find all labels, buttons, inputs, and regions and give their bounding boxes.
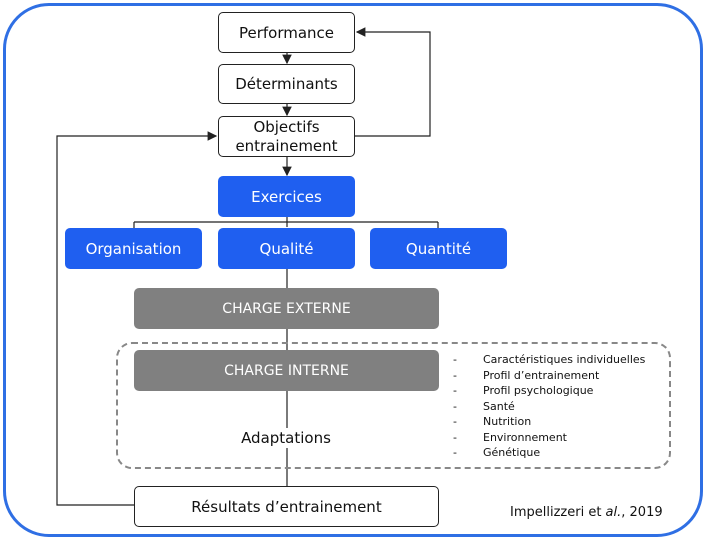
external-load-label: CHARGE EXTERNE xyxy=(222,300,351,317)
organisation-box: Organisation xyxy=(65,228,202,269)
factor-item: -Environnement xyxy=(453,430,567,444)
feedback-results-to-objectives xyxy=(56,131,218,506)
factor-label: Environnement xyxy=(483,430,567,444)
factor-label: Santé xyxy=(483,399,515,413)
objectives-box: Objectifs entrainement xyxy=(218,116,355,157)
citation: Impellizzeri et al., 2019 xyxy=(510,505,663,520)
organisation-label: Organisation xyxy=(85,239,182,258)
adaptations-label: Adaptations xyxy=(226,428,346,448)
individual-factors-dashed-group xyxy=(116,342,671,469)
quality-box: Qualité xyxy=(218,228,355,269)
factor-label: Nutrition xyxy=(483,415,532,428)
citation-authors: Impellizzeri et xyxy=(510,505,606,520)
internal-load-box: CHARGE INTERNE xyxy=(134,350,439,391)
factor-label: Profil d’entrainement xyxy=(483,368,600,382)
exercises-box: Exercices xyxy=(218,176,355,217)
factor-item: -Génétique xyxy=(453,446,541,459)
factor-label: Profil psychologique xyxy=(483,384,594,397)
results-label: Résultats d’entrainement xyxy=(191,497,382,516)
objectives-label-line1: Objectifs xyxy=(253,117,320,136)
individual-factors-list: -Caractéristiques individuelles -Profil … xyxy=(453,352,645,461)
performance-label: Performance xyxy=(238,23,335,42)
factor-item: -Caractéristiques individuelles xyxy=(453,353,646,366)
results-box: Résultats d’entrainement xyxy=(134,486,439,527)
quantity-label: Quantité xyxy=(405,239,472,258)
citation-year: , 2019 xyxy=(621,505,663,520)
factor-item: -Profil psychologique xyxy=(453,384,594,397)
exercises-label: Exercices xyxy=(251,187,322,206)
determinants-box: Déterminants xyxy=(218,64,355,104)
internal-load-label: CHARGE INTERNE xyxy=(224,362,349,379)
factor-item: -Santé xyxy=(453,399,515,413)
feedback-objectives-to-performance xyxy=(355,27,431,137)
outer-frame xyxy=(3,3,703,537)
factor-label: Caractéristiques individuelles xyxy=(483,353,646,366)
objectives-label-line2: entrainement xyxy=(235,136,338,155)
citation-etal: al. xyxy=(605,505,622,520)
factor-label: Génétique xyxy=(483,446,541,459)
quantity-box: Quantité xyxy=(370,228,507,269)
factor-item: -Profil d’entrainement xyxy=(453,368,600,382)
performance-box: Performance xyxy=(218,12,355,53)
determinants-label: Déterminants xyxy=(235,75,338,93)
factor-item: -Nutrition xyxy=(453,415,532,428)
quality-label: Qualité xyxy=(259,239,314,258)
external-load-box: CHARGE EXTERNE xyxy=(134,288,439,329)
